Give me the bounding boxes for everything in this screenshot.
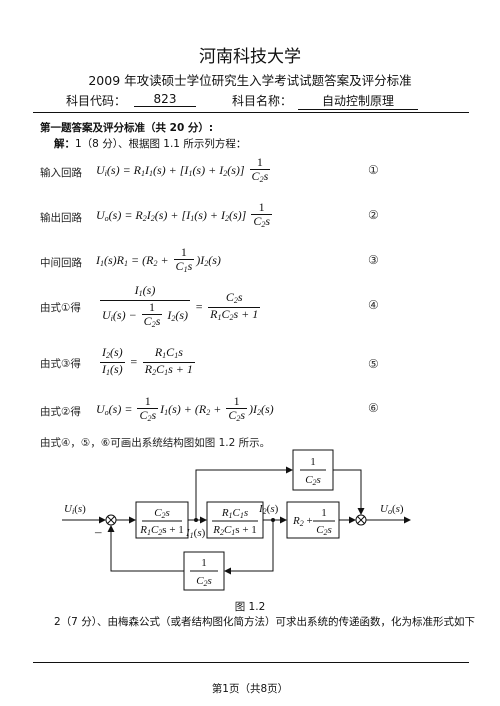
svg-text:R2C1s + 1: R2C1s + 1: [212, 524, 257, 537]
feedback-path-out: [107, 525, 184, 572]
eq4-number: ④: [368, 298, 379, 312]
exam-subtitle: 2009 年攻读硕士学位研究生入学考试试题答案及评分标准: [88, 73, 412, 88]
eq2-number: ②: [368, 208, 379, 222]
svg-text:C2s: C2s: [305, 474, 321, 487]
block-r2-plus-1-over-c2s: R2 + 1 C2s: [286, 501, 340, 539]
subject-code-value: 823: [134, 92, 196, 107]
eq6-number: ⑥: [368, 401, 379, 415]
svg-text:R1C2s + 1: R1C2s + 1: [139, 524, 184, 537]
i1-signal-label: I1(s): [185, 527, 206, 540]
svg-text:R1C1s: R1C1s: [221, 507, 248, 520]
header-rule: [33, 112, 469, 113]
part2-text: 2（7 分）、由梅森公式（或者结构图化简方法）可求出系统的传递函数，化为标准形式…: [54, 616, 475, 628]
feedback-path-in: [224, 520, 274, 575]
university-title: 河南科技大学: [199, 47, 301, 67]
summing-junction-1: [105, 514, 117, 526]
eq6-label: 由式②得: [40, 406, 81, 418]
feedforward-path-in: [195, 466, 293, 520]
footer-rule: [33, 662, 469, 663]
eq1-label: 输入回路: [40, 167, 82, 179]
svg-text:1: 1: [201, 557, 207, 569]
block-diagram: 1 C2s C2s R1C2s + 1 R1C1s R2C1s + 1 R2 +…: [62, 449, 411, 591]
solution-label: 解：: [54, 138, 75, 150]
output-signal-label: Uo(s): [380, 503, 404, 516]
section-title: 第一题答案及评分标准（共 20 分）:: [40, 122, 214, 134]
eq2-label: 输出回路: [40, 212, 82, 224]
solution-intro: 解：1（8 分）、根据图 1.1 所示列方程：: [54, 136, 246, 151]
page-footer: 第1页（共8页）: [211, 683, 289, 695]
block-top-1-over-c2s: 1 C2s: [292, 449, 334, 491]
feedforward-path-out: [333, 469, 365, 515]
eq3-number: ③: [368, 253, 379, 267]
solution-intro-text: 1（8 分）、根据图 1.1 所示列方程：: [75, 138, 247, 150]
eq1-number: ①: [368, 163, 379, 177]
svg-text:R2 +: R2 +: [292, 515, 313, 528]
input-signal-label: Ui(s): [64, 503, 86, 516]
conclusion-text: 由式④，⑤，⑥可画出系统结构图如图 1.2 所示。: [40, 437, 271, 449]
svg-text:1: 1: [321, 507, 327, 519]
eq4-label: 由式①得: [40, 302, 81, 314]
eq5-number: ⑤: [368, 357, 379, 371]
svg-text:C2s: C2s: [316, 524, 332, 537]
svg-text:1: 1: [310, 456, 316, 468]
subject-name-label: 科目名称：: [232, 94, 293, 108]
block-c2s-over-r1c2s-plus-1: C2s R1C2s + 1: [135, 501, 189, 539]
eq3-label: 中间回路: [40, 257, 82, 269]
subject-code-label: 科目代码：: [66, 94, 127, 108]
minus-sign: –: [94, 524, 102, 539]
summing-junction-2: [355, 514, 367, 526]
i2-signal-label: I2(s): [258, 503, 279, 516]
eq5-label: 由式③得: [40, 358, 81, 370]
subject-name-value: 自动控制原理: [298, 92, 418, 110]
svg-text:C2s: C2s: [196, 575, 212, 588]
svg-text:C2s: C2s: [154, 507, 170, 520]
block-r1c1s-over-r2c1s-plus-1: R1C1s R2C1s + 1: [206, 501, 264, 539]
figure-caption: 图 1.2: [234, 601, 266, 613]
block-bottom-1-over-c2s: 1 C2s: [183, 551, 225, 591]
